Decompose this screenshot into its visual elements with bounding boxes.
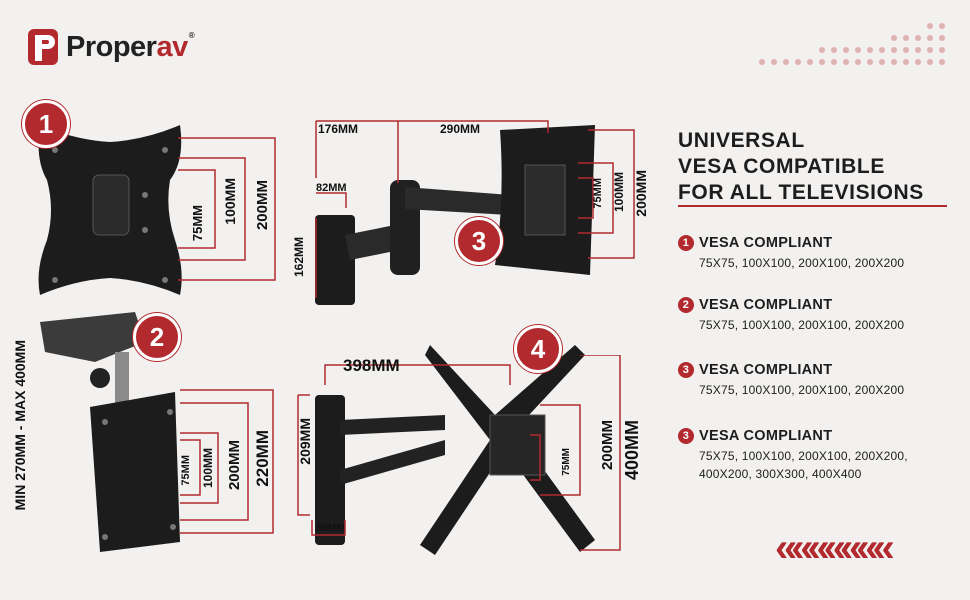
page-title: UNIVERSAL VESA COMPATIBLE FOR ALL TELEVI… (678, 129, 924, 204)
chevron-left-icon: ««««««« (775, 526, 895, 570)
product-1-dim-200: 200MM (254, 180, 271, 231)
logo-icon (28, 27, 62, 67)
product-3-mount (315, 125, 595, 305)
product-1-dimension-lines (178, 137, 276, 281)
product-3-dim-162: 162MM (292, 237, 306, 278)
product-3-dim-176: 176MM (318, 122, 359, 136)
brand-name: Properav® (66, 30, 195, 63)
title-divider (678, 205, 947, 207)
product-4-dim-209: 209MM (297, 418, 313, 465)
product-2-height-dim: MIN 270MM - MAX 400MM (12, 340, 28, 511)
product-2-mount (40, 312, 180, 552)
product-3-dim-75: 75MM (592, 178, 604, 209)
product-4-badge: 4 (514, 325, 562, 373)
product-4-dim-75: 75MM (561, 448, 572, 476)
product-1-plate (38, 125, 182, 295)
product-3-badge: 3 (455, 217, 503, 265)
product-2-dim-75: 75MM (180, 455, 192, 486)
product-3-dim-200: 200MM (633, 170, 649, 217)
product-4-dim-59: 59MM (317, 523, 345, 534)
product-4-dim-200: 200MM (599, 420, 616, 471)
product-4-dimension-lines (297, 355, 621, 551)
product-3-dim-290: 290MM (440, 122, 481, 136)
product-1-dim-100: 100MM (222, 178, 238, 225)
product-2-dim-100: 100MM (201, 448, 215, 489)
product-2-badge: 2 (133, 313, 181, 361)
brand-logo: Properav® (28, 27, 195, 67)
product-4-dim-398: 398MM (343, 356, 400, 375)
product-4-dim-400: 400MM (622, 420, 642, 481)
product-2-dim-220: 220MM (253, 430, 272, 487)
product-4-mount (315, 345, 595, 555)
decorative-dots (759, 23, 945, 65)
product-3-dim-100: 100MM (612, 172, 626, 213)
product-3-dim-82: 82MM (316, 182, 347, 194)
product-2-dim-200: 200MM (226, 440, 243, 491)
product-3-dimension-lines (315, 120, 635, 298)
product-1-badge: 1 (22, 100, 70, 148)
product-2-dimension-lines (180, 389, 274, 534)
product-1-dim-75: 75MM (190, 205, 205, 242)
